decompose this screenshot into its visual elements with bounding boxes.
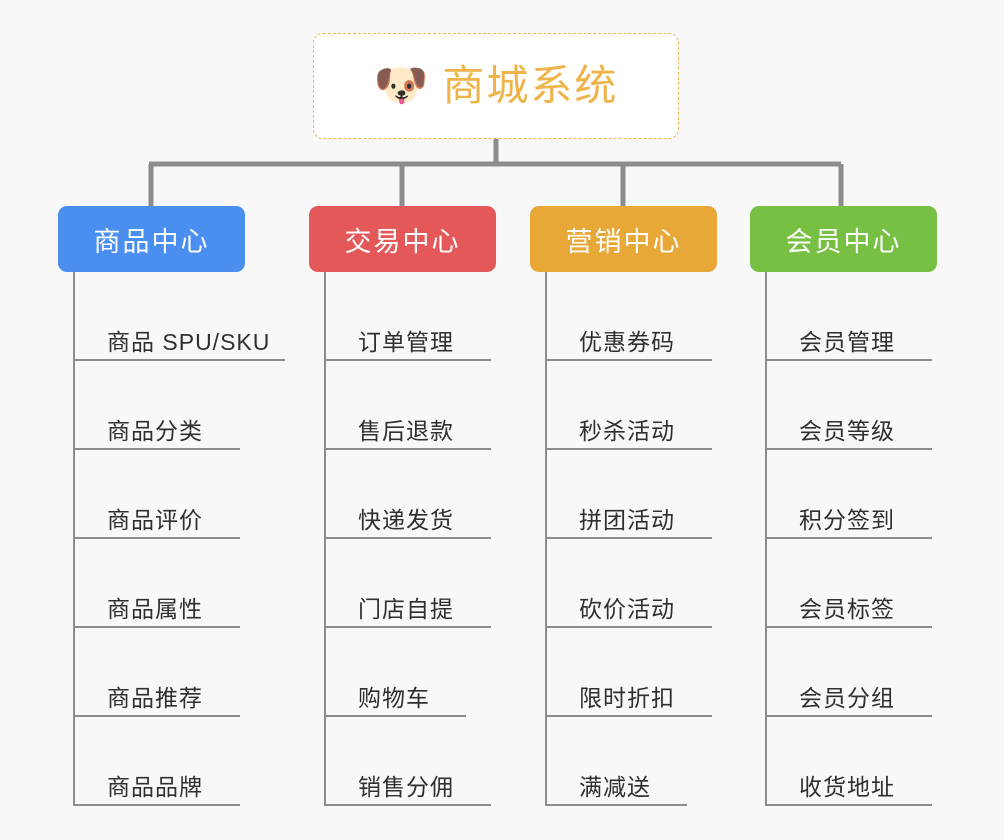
branch-header-marketing-center[interactable]: 营销中心 [530,206,717,272]
list-item[interactable]: 优惠券码 [547,272,717,361]
leaf-label: 拼团活动 [579,506,675,533]
leaf-list-member-center: 会员管理 会员等级 积分签到 会员标签 会员分组 收货地址 [765,272,937,806]
leaf-label: 商品评价 [107,506,203,533]
list-item[interactable]: 会员等级 [767,361,937,450]
list-item[interactable]: 满减送 [547,717,717,806]
leaf-label: 优惠券码 [579,328,675,355]
leaf-label: 门店自提 [358,595,454,622]
list-item[interactable]: 收货地址 [767,717,937,806]
list-item[interactable]: 商品推荐 [75,628,274,717]
leaf-label: 购物车 [358,684,430,711]
root-node-label: 商城系统 [442,62,619,109]
list-item[interactable]: 砍价活动 [547,539,717,628]
leaf-label: 会员等级 [799,417,895,444]
list-item[interactable]: 商品评价 [75,450,274,539]
list-item[interactable]: 积分签到 [767,450,937,539]
leaf-label: 商品品牌 [107,773,203,800]
branch-column-trade-center: 交易中心 订单管理 售后退款 快递发货 门店自提 购物车 销售分佣 [309,206,496,806]
list-item[interactable]: 会员管理 [767,272,937,361]
branch-header-label: 商品中心 [93,226,210,257]
leaf-label: 商品推荐 [107,684,203,711]
list-item[interactable]: 商品分类 [75,361,274,450]
list-item[interactable]: 快递发货 [326,450,496,539]
leaf-label: 砍价活动 [579,595,675,622]
list-item[interactable]: 订单管理 [326,272,496,361]
list-item[interactable]: 秒杀活动 [547,361,717,450]
branch-header-label: 会员中心 [785,226,902,257]
leaf-list-product-center: 商品 SPU/SKU 商品分类 商品评价 商品属性 商品推荐 商品品牌 [73,272,286,806]
leaf-label: 订单管理 [358,328,454,355]
leaf-label: 商品 SPU/SKU [107,328,271,355]
leaf-label: 积分签到 [799,506,895,533]
shiba-dog-face-icon: 🐶 [373,61,429,110]
leaf-label: 会员标签 [799,595,895,622]
list-item[interactable]: 商品 SPU/SKU [75,272,286,361]
leaf-label: 快递发货 [358,506,454,533]
branch-header-product-center[interactable]: 商品中心 [58,206,245,272]
leaf-list-trade-center: 订单管理 售后退款 快递发货 门店自提 购物车 销售分佣 [324,272,496,806]
branch-header-label: 营销中心 [565,226,682,257]
leaf-label: 秒杀活动 [579,417,675,444]
leaf-label: 商品分类 [107,417,203,444]
leaf-label: 销售分佣 [358,773,454,800]
leaf-label: 会员管理 [799,328,895,355]
list-item[interactable]: 门店自提 [326,539,496,628]
leaf-label: 限时折扣 [579,684,675,711]
list-item[interactable]: 限时折扣 [547,628,717,717]
leaf-label: 售后退款 [358,417,454,444]
branch-column-member-center: 会员中心 会员管理 会员等级 积分签到 会员标签 会员分组 收货地址 [750,206,937,806]
list-item[interactable]: 会员标签 [767,539,937,628]
leaf-label: 满减送 [579,773,651,800]
list-item[interactable]: 销售分佣 [326,717,496,806]
list-item[interactable]: 购物车 [326,628,496,717]
branch-column-product-center: 商品中心 商品 SPU/SKU 商品分类 商品评价 商品属性 商品推荐 商品品牌 [58,206,286,806]
leaf-list-marketing-center: 优惠券码 秒杀活动 拼团活动 砍价活动 限时折扣 满减送 [545,272,717,806]
leaf-label: 收货地址 [799,773,895,800]
list-item[interactable]: 会员分组 [767,628,937,717]
branch-header-member-center[interactable]: 会员中心 [750,206,937,272]
branch-header-label: 交易中心 [344,226,461,257]
list-item[interactable]: 商品属性 [75,539,274,628]
list-item[interactable]: 售后退款 [326,361,496,450]
branch-header-trade-center[interactable]: 交易中心 [309,206,496,272]
leaf-label: 商品属性 [107,595,203,622]
list-item[interactable]: 商品品牌 [75,717,274,806]
leaf-label: 会员分组 [799,684,895,711]
branch-column-marketing-center: 营销中心 优惠券码 秒杀活动 拼团活动 砍价活动 限时折扣 满减送 [530,206,717,806]
root-node[interactable]: 🐶 商城系统 [313,33,679,139]
list-item[interactable]: 拼团活动 [547,450,717,539]
